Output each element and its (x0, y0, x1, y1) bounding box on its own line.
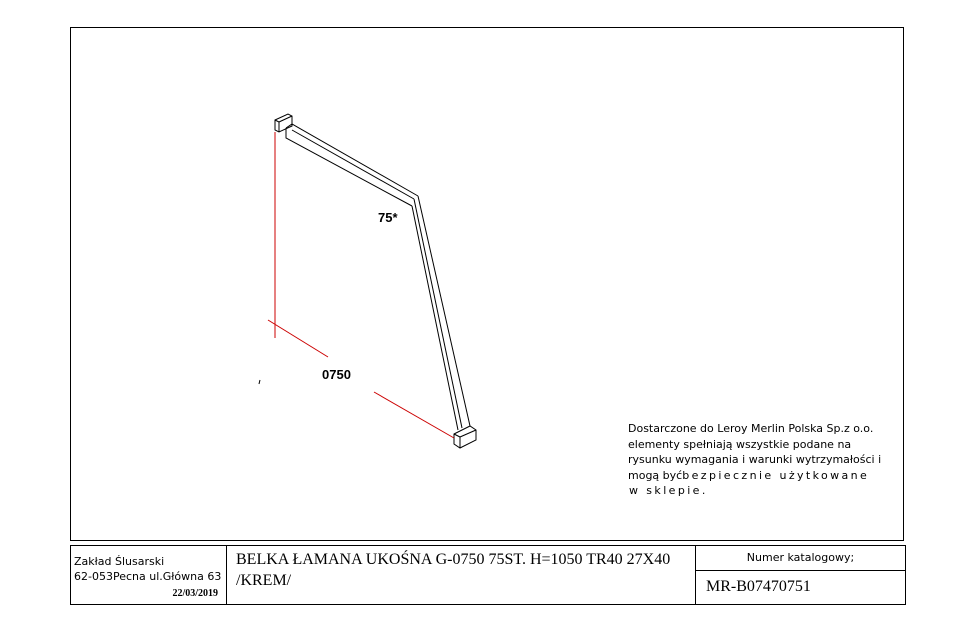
catalog-number: MR-B07470751 (706, 578, 811, 595)
product-title: BELKA ŁAMANA UKOŚNA G-0750 75ST. H=1050 … (236, 551, 671, 589)
maker-name: Zakład Ślusarski (74, 555, 165, 568)
note-line-2: elementy spełniają wszystkie podane na (628, 437, 852, 451)
width-label: 0750 (322, 367, 351, 382)
angle-label: 75* (378, 210, 398, 225)
beam-outline (274, 113, 477, 449)
note-line-3: rysunku wymagania i warunki wytrzymałośc… (628, 453, 882, 466)
note-line-5: w sklepie. (629, 484, 708, 497)
dimension-lines (267, 132, 455, 439)
catalog-label-cell: Numer katalogowy; (696, 545, 906, 571)
note-line-4-start: mogą być (628, 468, 683, 482)
delivery-note: Dostarczone do Leroy Merlin Polska Sp.z … (628, 421, 898, 499)
maker-address: 62-053Pecna ul.Główna 63 (74, 570, 222, 583)
note-line-4: mogą byćbezpiecznie użytkowane (628, 468, 898, 484)
product-title-cell: BELKA ŁAMANA UKOŚNA G-0750 75ST. H=1050 … (226, 545, 696, 605)
note-line-1: Dostarczone do Leroy Merlin Polska Sp.z … (628, 422, 874, 435)
lower-segment (417, 195, 471, 427)
width-dimension-line-right (373, 391, 455, 439)
upper-segment (285, 123, 419, 197)
drawing-date: 22/03/2019 (172, 588, 218, 599)
stray-mark (258, 379, 261, 385)
bottom-end-cap (453, 425, 477, 449)
width-dimension-line-left (267, 319, 329, 358)
note-line-4-spaced: bezpiecznie użytkowane (682, 468, 870, 482)
title-block: Zakład Ślusarski 62-053Pecna ul.Główna 6… (70, 545, 906, 605)
catalog-label: Numer katalogowy; (746, 551, 855, 564)
catalog-number-cell: MR-B07470751 (696, 570, 906, 605)
maker-cell: Zakład Ślusarski 62-053Pecna ul.Główna 6… (70, 545, 227, 605)
drawing-frame (70, 27, 904, 541)
